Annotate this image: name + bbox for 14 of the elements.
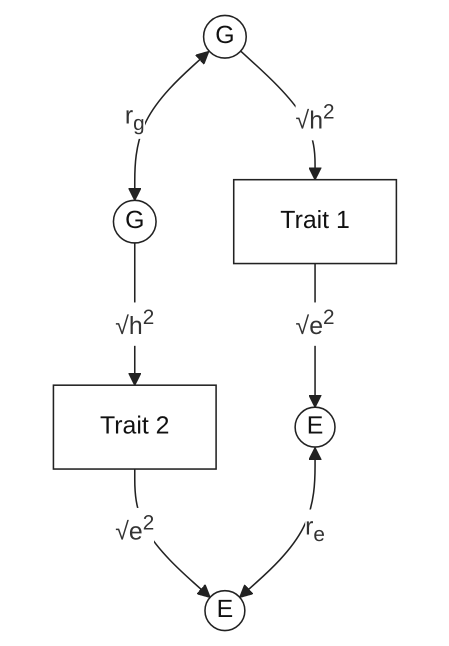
- edge-label: √h$^{2}$: [114, 305, 154, 340]
- edge-label: r$_{e}$: [304, 514, 325, 546]
- edge-label: √e$^{2}$: [114, 510, 154, 546]
- node-box: Trait 2: [52, 384, 216, 470]
- node-box: Trait 1: [232, 178, 397, 264]
- edge-label: r$_{g}$: [124, 103, 144, 135]
- arrow: [238, 447, 322, 598]
- edge-label: √h$^{2}$: [295, 100, 334, 135]
- node-circle: E: [204, 590, 246, 632]
- node-circle: E: [294, 406, 336, 448]
- node-circle: G: [112, 200, 156, 244]
- arrow: [128, 50, 209, 201]
- node-circle: G: [202, 14, 247, 59]
- edge-label: √e$^{2}$: [295, 305, 334, 340]
